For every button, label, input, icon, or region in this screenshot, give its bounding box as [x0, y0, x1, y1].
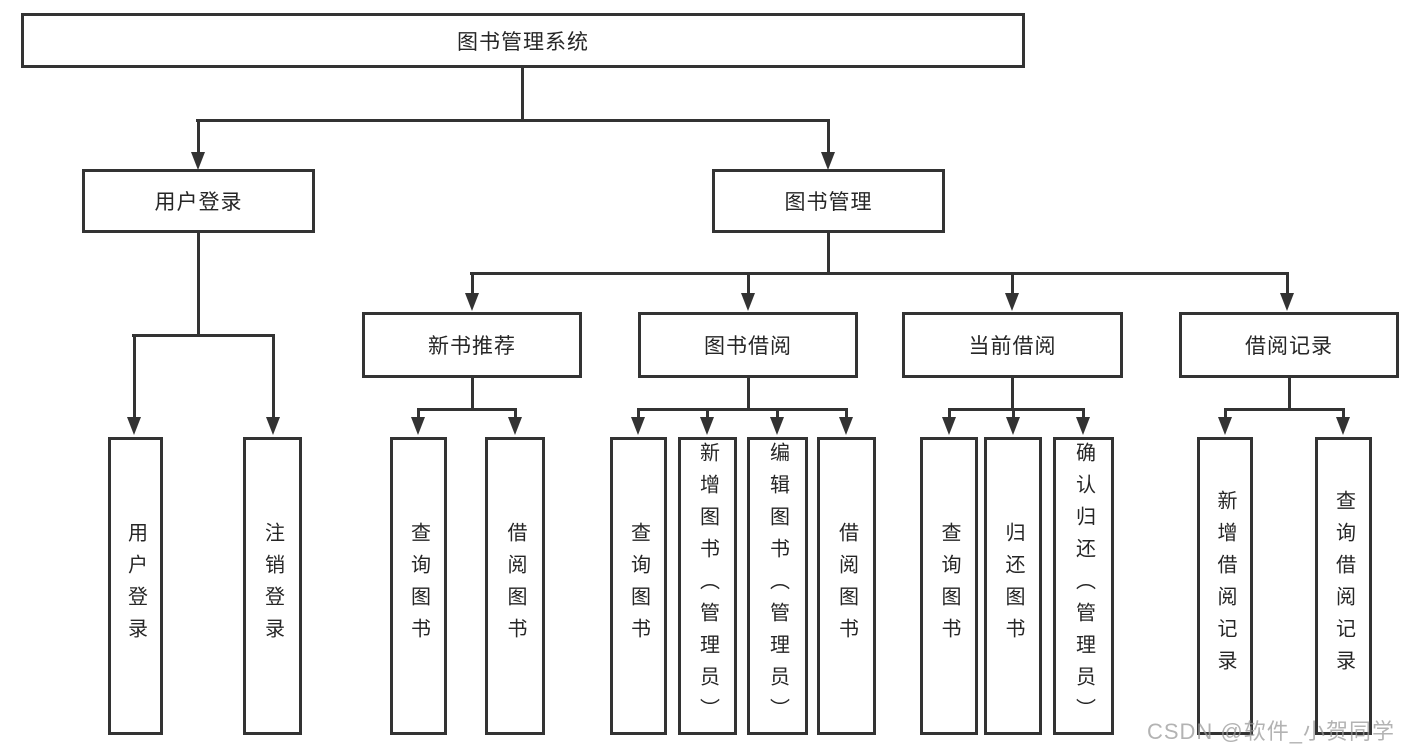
connector-new-book-recommend-split: [417, 407, 517, 411]
leaf-edit-books-admin-label: 编辑图书（管理员）: [766, 442, 789, 730]
connector-drop-query-books-2: [636, 408, 640, 420]
leaf-return-books: 归还图书: [984, 437, 1042, 735]
connector-root-trunk: [520, 67, 524, 120]
leaf-query-borrow-record: 查询借阅记录: [1315, 437, 1372, 735]
connector-new-book-recommend-trunk: [470, 378, 474, 411]
leaf-confirm-return-admin: 确认归还（管理员）: [1053, 437, 1114, 735]
arrowhead-add-record-icon: [1218, 417, 1232, 435]
connector-book-borrowing-split: [637, 407, 848, 411]
leaf-query-books-recommend: 查询图书: [390, 437, 447, 735]
connector-current-borrowing-split: [948, 407, 1085, 411]
connector-drop-query-books-1: [416, 408, 420, 420]
connector-drop-book-management: [826, 119, 830, 154]
connector-drop-borrow-books-2: [844, 408, 848, 420]
connector-root-split: [196, 118, 830, 122]
arrowhead-query-books-3-icon: [942, 417, 956, 435]
connector-drop-new-book-recommend: [470, 272, 474, 296]
arrowhead-leaf-logout-icon: [266, 417, 280, 435]
node-user-login: 用户登录: [82, 169, 315, 233]
leaf-user-login: 用户登录: [108, 437, 163, 735]
leaf-query-books-current: 查询图书: [920, 437, 978, 735]
node-root-library-system: 图书管理系统: [21, 13, 1025, 68]
leaf-confirm-return-admin-label: 确认归还（管理员）: [1072, 442, 1095, 730]
connector-borrowing-records-trunk: [1287, 378, 1291, 411]
node-book-management: 图书管理: [712, 169, 945, 233]
connector-drop-leaf-login: [132, 334, 136, 419]
arrowhead-borrow-books-1-icon: [508, 417, 522, 435]
connector-current-borrowing-trunk: [1010, 378, 1014, 411]
arrowhead-query-books-2-icon: [631, 417, 645, 435]
arrowhead-leaf-login-icon: [127, 417, 141, 435]
connector-drop-query-books-3: [947, 408, 951, 420]
node-current-borrowing: 当前借阅: [902, 312, 1123, 378]
connector-drop-current-borrowing: [1010, 272, 1014, 296]
connector-drop-add-record: [1223, 408, 1227, 420]
arrowhead-book-management-icon: [821, 152, 835, 170]
leaf-borrow-books-borrowing-label: 借阅图书: [835, 522, 858, 650]
leaf-logout: 注销登录: [243, 437, 302, 735]
leaf-borrow-books-recommend-label: 借阅图书: [504, 522, 526, 650]
leaf-borrow-books-borrowing: 借阅图书: [817, 437, 876, 735]
arrowhead-return-books-icon: [1006, 417, 1020, 435]
arrowhead-user-login-icon: [191, 152, 205, 170]
connector-drop-confirm-return: [1081, 408, 1085, 420]
connector-drop-query-record: [1341, 408, 1345, 420]
leaf-query-books-recommend-label: 查询图书: [407, 522, 430, 650]
connector-drop-leaf-logout: [271, 334, 275, 419]
connector-book-management-trunk: [826, 233, 830, 275]
leaf-query-books-borrowing: 查询图书: [610, 437, 667, 735]
leaf-query-borrow-record-label: 查询借阅记录: [1332, 490, 1355, 682]
connector-borrowing-records-split: [1224, 407, 1345, 411]
arrowhead-query-record-icon: [1336, 417, 1350, 435]
leaf-add-borrow-record-label: 新增借阅记录: [1214, 490, 1236, 682]
connector-book-borrowing-trunk: [746, 378, 750, 411]
arrowhead-borrowing-records-icon: [1280, 293, 1294, 311]
connector-drop-borrowing-records: [1285, 272, 1289, 296]
arrowhead-borrow-books-2-icon: [839, 417, 853, 435]
leaf-add-borrow-record: 新增借阅记录: [1197, 437, 1253, 735]
leaf-query-books-current-label: 查询图书: [938, 522, 960, 650]
leaf-user-login-label: 用户登录: [124, 522, 147, 650]
leaf-return-books-label: 归还图书: [1002, 522, 1024, 650]
leaf-query-books-borrowing-label: 查询图书: [627, 522, 650, 650]
connector-drop-user-login: [196, 119, 200, 154]
node-new-book-recommend: 新书推荐: [362, 312, 582, 378]
connector-drop-add-books: [705, 408, 709, 420]
connector-drop-book-borrowing: [746, 272, 750, 296]
leaf-borrow-books-recommend: 借阅图书: [485, 437, 545, 735]
arrowhead-query-books-1-icon: [411, 417, 425, 435]
node-book-borrowing: 图书借阅: [638, 312, 858, 378]
leaf-add-books-admin: 新增图书（管理员）: [678, 437, 737, 735]
connector-book-management-split: [470, 271, 1289, 275]
arrowhead-confirm-return-icon: [1076, 417, 1090, 435]
arrowhead-book-borrowing-icon: [741, 293, 755, 311]
leaf-add-books-admin-label: 新增图书（管理员）: [696, 442, 719, 730]
connector-drop-borrow-books-1: [513, 408, 517, 420]
csdn-watermark: CSDN @软件_小贺同学: [1146, 719, 1395, 744]
leaf-logout-label: 注销登录: [261, 522, 284, 650]
connector-user-login-trunk: [196, 233, 200, 336]
leaf-edit-books-admin: 编辑图书（管理员）: [747, 437, 808, 735]
connector-user-login-split: [132, 333, 275, 337]
node-borrowing-records: 借阅记录: [1179, 312, 1399, 378]
arrowhead-add-books-icon: [700, 417, 714, 435]
arrowhead-edit-books-icon: [770, 417, 784, 435]
arrowhead-new-book-recommend-icon: [465, 293, 479, 311]
arrowhead-current-borrowing-icon: [1005, 293, 1019, 311]
connector-drop-return-books: [1011, 408, 1015, 420]
connector-drop-edit-books: [775, 408, 779, 420]
